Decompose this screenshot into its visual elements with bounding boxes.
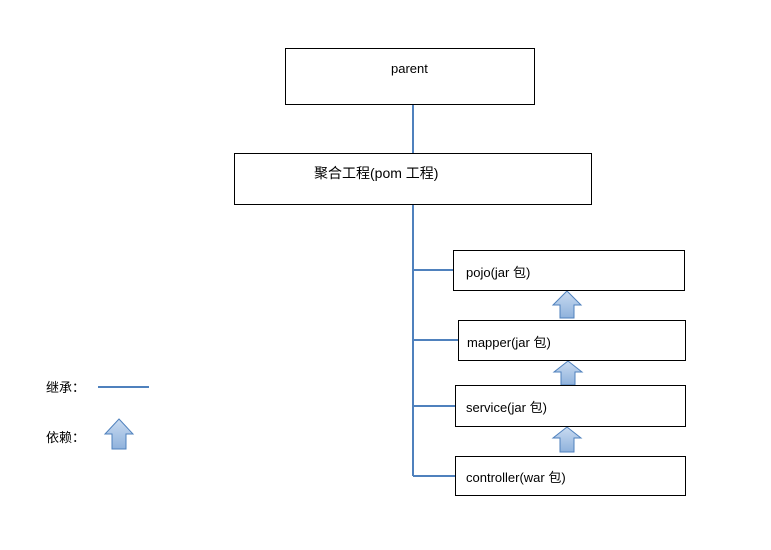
node-controller: controller(war 包): [455, 456, 686, 496]
node-aggregate-project: 聚合工程(pom 工程): [234, 153, 592, 205]
legend-inherit-label: 继承：: [46, 380, 86, 395]
legend-depend-label: 依赖：: [46, 430, 86, 445]
node-pojo: pojo(jar 包): [453, 250, 685, 291]
node-service: service(jar 包): [455, 385, 686, 427]
depend-arrow-service-to-mapper: [552, 360, 584, 386]
node-mapper-label: mapper(jar 包): [467, 335, 551, 350]
node-service-label: service(jar 包): [466, 400, 547, 415]
depend-arrow-mapper-to-pojo: [551, 290, 583, 319]
node-aggregate-label: 聚合工程(pom 工程): [314, 165, 439, 181]
node-mapper: mapper(jar 包): [458, 320, 686, 361]
node-controller-label: controller(war 包): [466, 470, 566, 485]
depend-arrow-controller-to-service: [551, 426, 583, 453]
node-parent: parent: [285, 48, 535, 105]
node-parent-label: parent: [391, 61, 428, 76]
node-pojo-label: pojo(jar 包): [466, 265, 531, 280]
legend-depend-arrow-icon: [103, 418, 135, 450]
